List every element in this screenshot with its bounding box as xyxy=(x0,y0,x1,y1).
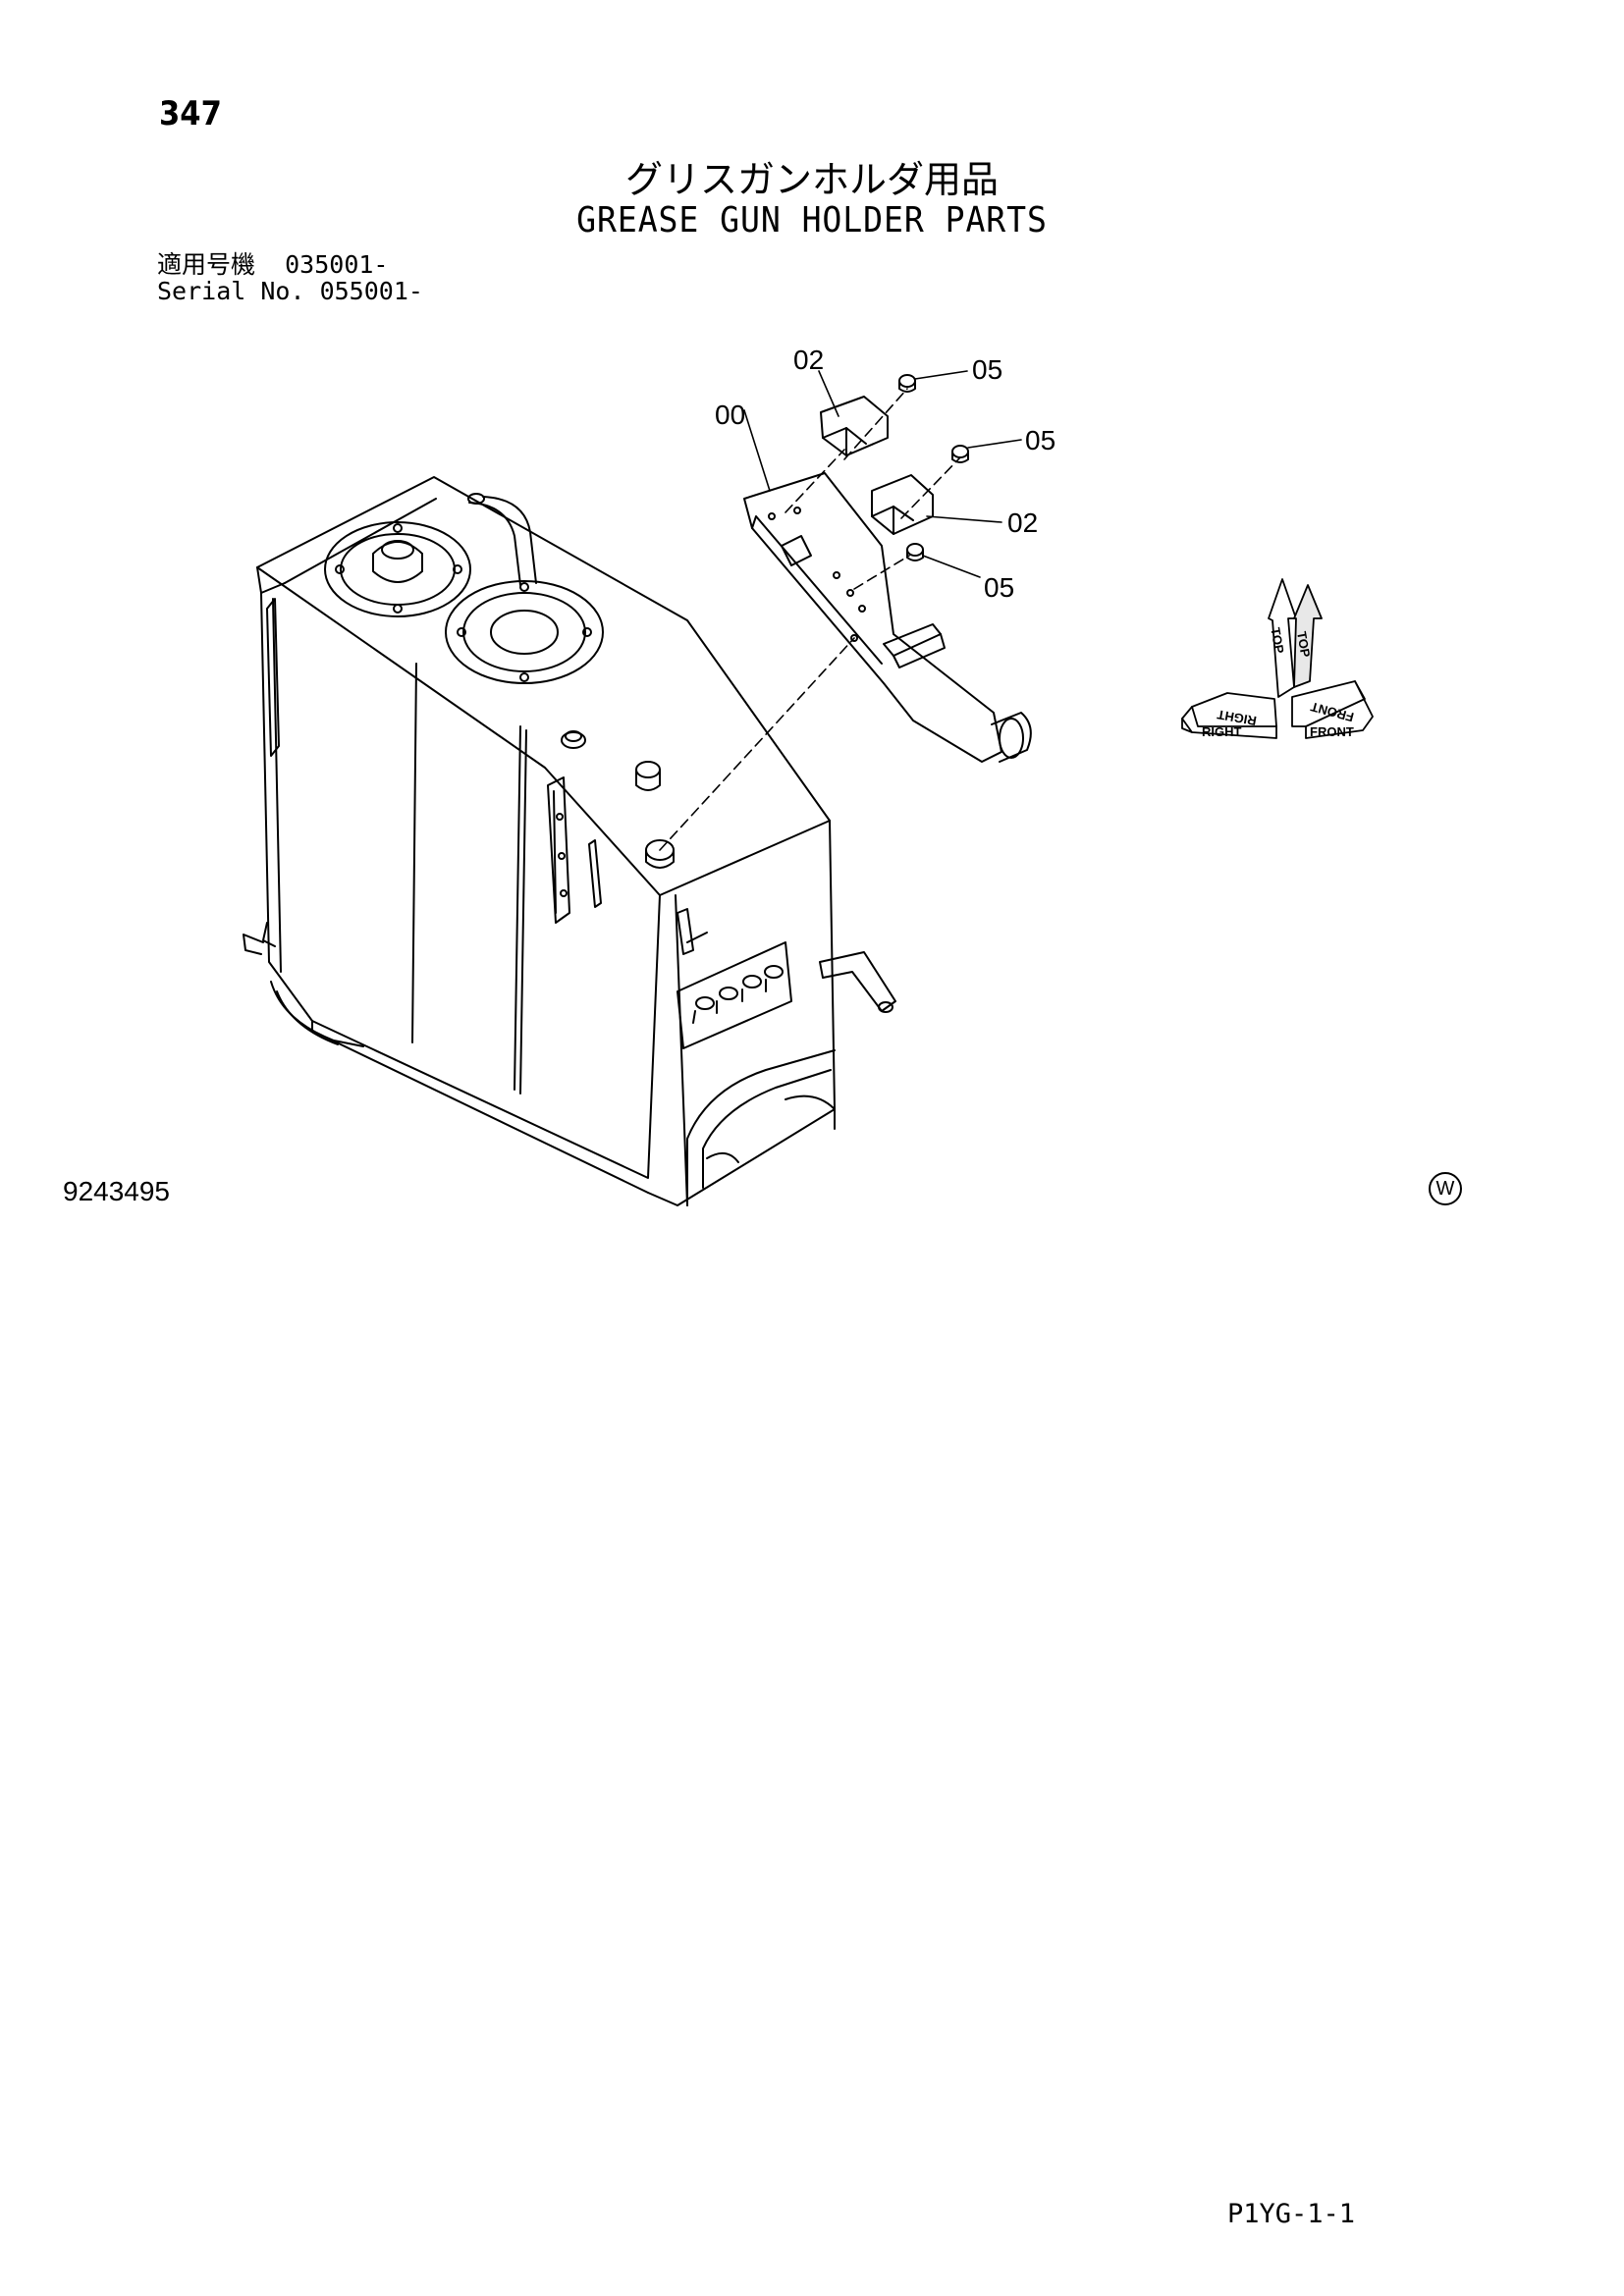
page-title-english: GREASE GUN HOLDER PARTS xyxy=(576,200,1048,240)
serial-row-japanese: 適用号機 035001- xyxy=(157,251,423,278)
assembly-lines xyxy=(659,388,961,851)
serial-row-english: Serial No. 055001- xyxy=(157,278,423,304)
callout-05-b: 05 xyxy=(1025,425,1056,455)
direction-front-label-b: FRONT xyxy=(1310,724,1354,739)
serial-info: 適用号機 035001- Serial No. 055001- xyxy=(157,251,423,304)
direction-right-label-a: RIGHT xyxy=(1216,707,1257,728)
clip-parts xyxy=(820,396,934,535)
direction-indicator: TOP TOP RIGHT RIGHT FRONT FRONT xyxy=(1181,578,1374,739)
grease-gun-holder-drawing xyxy=(743,472,1032,763)
callout-05-c: 05 xyxy=(984,572,1014,603)
page-number: 347 xyxy=(159,94,222,133)
callout-labels: 02 00 05 05 02 05 xyxy=(715,345,1056,603)
leader-lines xyxy=(743,370,1022,578)
serial-label-japanese: 適用号機 xyxy=(157,250,256,279)
serial-label-english: Serial No. xyxy=(157,277,305,305)
drawing-number: 9243495 xyxy=(63,1176,171,1206)
footer-code: P1YG-1-1 xyxy=(1227,2199,1356,2229)
callout-00: 00 xyxy=(715,400,745,430)
direction-top-label-a: TOP xyxy=(1268,626,1286,655)
callout-02-top: 02 xyxy=(793,345,824,375)
direction-right-label-b: RIGHT xyxy=(1202,724,1242,739)
hydraulic-tank-drawing xyxy=(243,476,896,1206)
serial-value-japanese: 035001- xyxy=(285,250,389,279)
serial-value-english: 055001- xyxy=(319,277,423,305)
callout-05-a: 05 xyxy=(972,354,1002,385)
w-mark-icon: W xyxy=(1429,1172,1462,1205)
page-title-japanese: グリスガンホルダ用品 xyxy=(624,158,999,201)
direction-top-label-b: TOP xyxy=(1294,630,1313,659)
callout-02-mid: 02 xyxy=(1007,507,1038,538)
bolt-parts xyxy=(898,374,969,561)
